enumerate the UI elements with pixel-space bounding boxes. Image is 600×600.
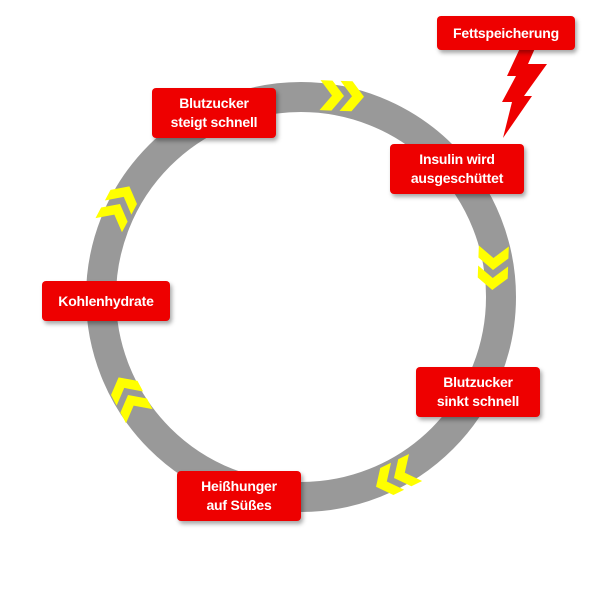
label-text: Fettspeicherung bbox=[453, 24, 559, 41]
label-heisshunger: Heißhunger auf Süßes bbox=[177, 471, 301, 521]
lightning-bolt-icon bbox=[502, 46, 547, 138]
label-text: Insulin wird ausgeschüttet bbox=[410, 151, 504, 186]
label-blutzucker-sinkt: Blutzucker sinkt schnell bbox=[416, 367, 540, 417]
label-insulin: Insulin wird ausgeschüttet bbox=[390, 144, 524, 194]
chevron-arrow-icon bbox=[477, 245, 509, 290]
label-text: Kohlenhydrate bbox=[58, 292, 154, 309]
label-text: Blutzucker sinkt schnell bbox=[436, 374, 520, 409]
label-kohlenhydrate: Kohlenhydrate bbox=[42, 281, 170, 321]
chevron-arrow-icon bbox=[376, 453, 423, 495]
label-text: Blutzucker steigt schnell bbox=[170, 95, 258, 130]
chevron-arrow-icon bbox=[95, 186, 137, 233]
label-blutzucker-steigt: Blutzucker steigt schnell bbox=[152, 88, 276, 138]
chevron-arrow-icon bbox=[111, 377, 153, 424]
label-fettspeicherung: Fettspeicherung bbox=[437, 16, 575, 50]
flow-chevrons bbox=[95, 80, 509, 495]
chevron-arrow-icon bbox=[319, 80, 364, 112]
label-text: Heißhunger auf Süßes bbox=[201, 478, 277, 513]
